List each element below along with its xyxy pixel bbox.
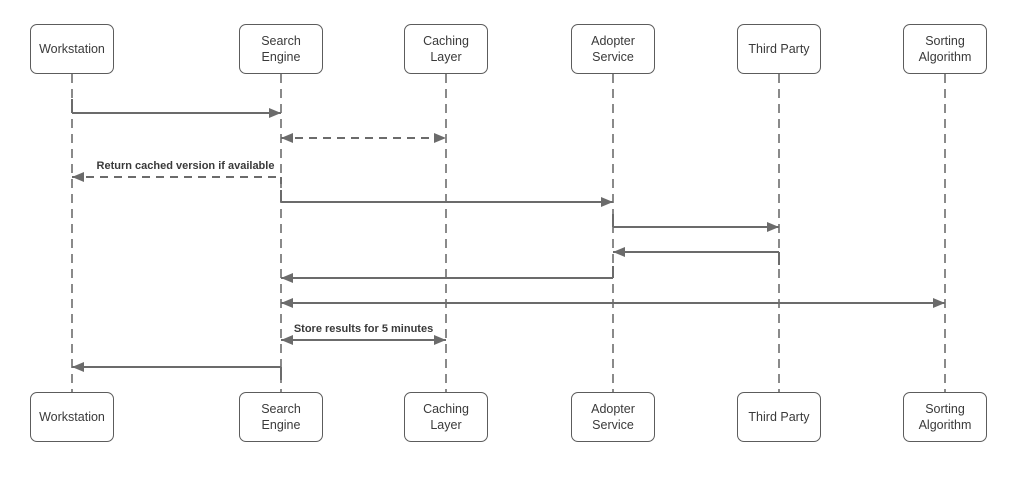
message-7-line [281,277,613,279]
message-8-line [281,302,945,304]
arrowhead-right [269,108,281,118]
participant-box-search-engine-top: Search Engine [239,24,323,74]
message-1-elbow [71,99,73,113]
participant-box-caching-layer-bottom: Caching Layer [404,392,488,442]
participant-box-sorting-algorithm-bottom: Sorting Algorithm [903,392,987,442]
message-1-line [72,112,281,114]
participant-label: Search Engine [261,33,301,64]
message-3-line [72,176,281,178]
arrowhead-left [281,298,293,308]
message-5-elbow [612,214,614,227]
arrowhead-left [72,362,84,372]
participant-box-third-party-top: Third Party [737,24,821,74]
arrowhead-left [72,172,84,182]
participant-box-third-party-bottom: Third Party [737,392,821,442]
message-3-elbow [280,177,282,184]
message-4-line [281,201,613,203]
arrowhead-right [601,197,613,207]
arrowhead-left [613,247,625,257]
lifeline-adopter-service [612,74,614,392]
message-2-line [281,137,446,139]
message-4-elbow [280,190,282,202]
participant-box-sorting-algorithm-top: Sorting Algorithm [903,24,987,74]
message-6-elbow [778,252,780,265]
participant-label: Third Party [748,41,810,56]
arrowhead-right [434,133,446,143]
participant-label: Adopter Service [591,33,635,64]
arrowhead-right [933,298,945,308]
participant-box-adopter-service-top: Adopter Service [571,24,655,74]
message-10-elbow [280,367,282,380]
arrowhead-left [281,335,293,345]
message-10-line [72,366,281,368]
participant-box-adopter-service-bottom: Adopter Service [571,392,655,442]
message-3-label: Return cached version if available [96,160,275,172]
participant-label: Search Engine [261,401,301,432]
arrowhead-right [434,335,446,345]
participant-label: Sorting Algorithm [918,401,972,432]
participant-label: Sorting Algorithm [918,33,972,64]
lifeline-caching-layer [445,74,447,392]
message-7-elbow [612,266,614,278]
arrowhead-right [767,222,779,232]
lifeline-workstation [71,74,73,392]
message-9-line [281,339,446,341]
participant-box-workstation-bottom: Workstation [30,392,114,442]
arrowhead-left [281,133,293,143]
message-9-label: Store results for 5 minutes [293,323,434,335]
participant-label: Workstation [39,41,105,56]
participant-label: Caching Layer [423,33,469,64]
participant-box-workstation-top: Workstation [30,24,114,74]
lifeline-third-party [778,74,780,392]
message-6-line [613,251,779,253]
participant-label: Adopter Service [591,401,635,432]
lifeline-search-engine [280,74,282,392]
message-5-line [613,226,779,228]
participant-label: Caching Layer [423,401,469,432]
participant-label: Workstation [39,409,105,424]
participant-box-caching-layer-top: Caching Layer [404,24,488,74]
participant-label: Third Party [748,409,810,424]
participant-box-search-engine-bottom: Search Engine [239,392,323,442]
arrowhead-left [281,273,293,283]
lifeline-sorting-algorithm [944,74,946,392]
